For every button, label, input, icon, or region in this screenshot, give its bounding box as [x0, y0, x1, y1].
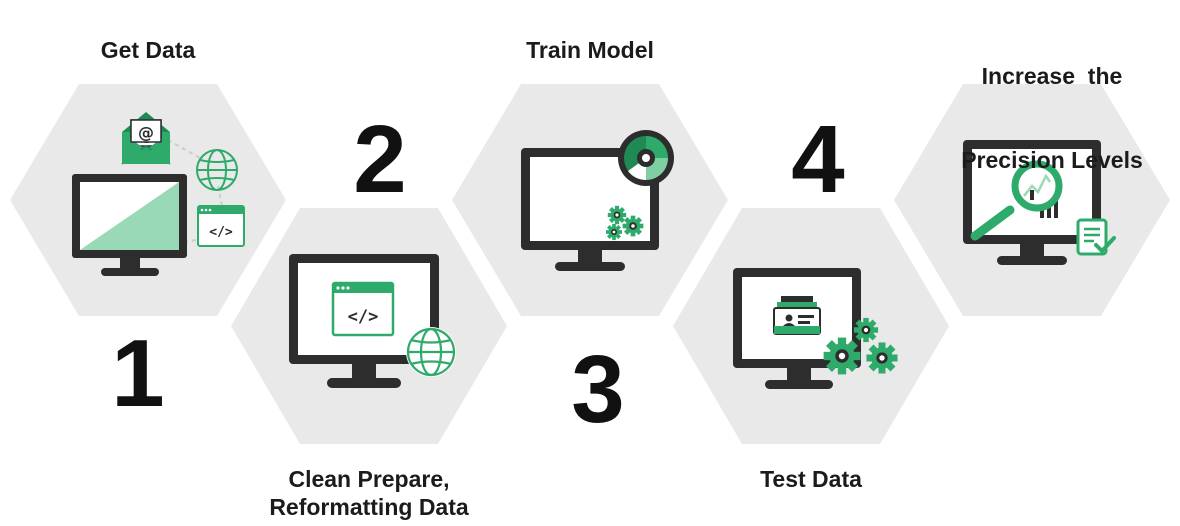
step-5-title-line-1: Increase the — [981, 63, 1123, 89]
step-3-icons — [521, 130, 674, 271]
step-1-title-line-1: Get Data — [100, 37, 196, 63]
step-5-icons — [963, 140, 1116, 265]
code-window-icon: </> — [331, 281, 395, 337]
step-4-number: 4 — [791, 106, 845, 213]
step-2-title-line-1: Clean Prepare, — [288, 466, 450, 492]
step-2-title-line-2: Reformatting Data — [269, 494, 469, 520]
step-1-number: 1 — [111, 320, 165, 427]
step-2-title: Clean Prepare, Reformatting Data — [244, 465, 494, 521]
step-4-icons — [733, 268, 898, 389]
step-3-number: 3 — [571, 336, 625, 443]
step-1-icons: @ @ </> — [72, 112, 245, 276]
step-4-title: Test Data — [731, 465, 891, 493]
step-5-title: Increase the Precision Levels — [937, 6, 1167, 230]
code-window-icon: </> — [197, 205, 245, 247]
globe-icon — [406, 327, 456, 377]
globe-icon — [196, 149, 238, 191]
svg-text:</>: </> — [348, 307, 379, 327]
step-2-number: 2 — [353, 106, 407, 213]
magnifier-chart-icon — [970, 160, 1063, 241]
monitor-icon — [72, 174, 187, 276]
step-1-title: Get Data — [68, 36, 228, 64]
email-icon: @ @ — [121, 112, 171, 165]
step-2-icons: </> — [289, 254, 456, 388]
step-3-title: Train Model — [500, 36, 680, 64]
document-check-icon — [1076, 218, 1116, 256]
step-4-title-line-1: Test Data — [760, 466, 862, 492]
step-5-title-line-2: Precision Levels — [961, 147, 1143, 173]
gauge-icon — [618, 130, 674, 186]
svg-text:@: @ — [138, 123, 154, 142]
bar-chart-icon — [1040, 196, 1058, 218]
svg-text:</>: </> — [209, 225, 233, 240]
card-file-icon — [773, 296, 821, 335]
step-3-title-line-1: Train Model — [526, 37, 654, 63]
